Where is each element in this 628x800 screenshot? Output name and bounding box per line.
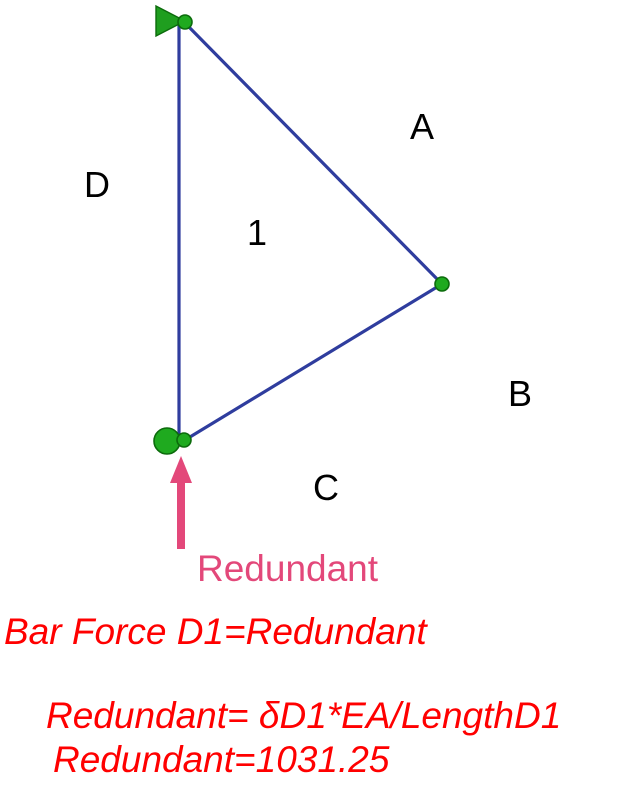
- annotation-redundant-formula: Redundant= δD1*EA/LengthD1: [46, 695, 561, 736]
- node-bottom: [176, 432, 192, 448]
- member-d-label: D: [84, 164, 110, 205]
- member-b-label: B: [508, 373, 532, 414]
- redundant-arrow-label: Redundant: [197, 548, 379, 589]
- element-1-label: 1: [247, 212, 267, 253]
- member-c-label: C: [313, 467, 339, 508]
- member-b-line: [183, 282, 444, 442]
- node-top: [177, 14, 193, 30]
- member-a-label: A: [410, 106, 434, 147]
- member-a-line: [183, 21, 444, 286]
- redundant-force-arrow: [170, 456, 192, 549]
- annotation-redundant-value: Redundant=1031.25: [53, 739, 390, 780]
- pin-support-icon: [155, 4, 187, 38]
- annotation-bar-force: Bar Force D1=Redundant: [4, 611, 428, 652]
- node-bottom-support: [153, 427, 181, 455]
- redundant-arrow-head: [170, 456, 192, 483]
- node-right: [434, 276, 450, 292]
